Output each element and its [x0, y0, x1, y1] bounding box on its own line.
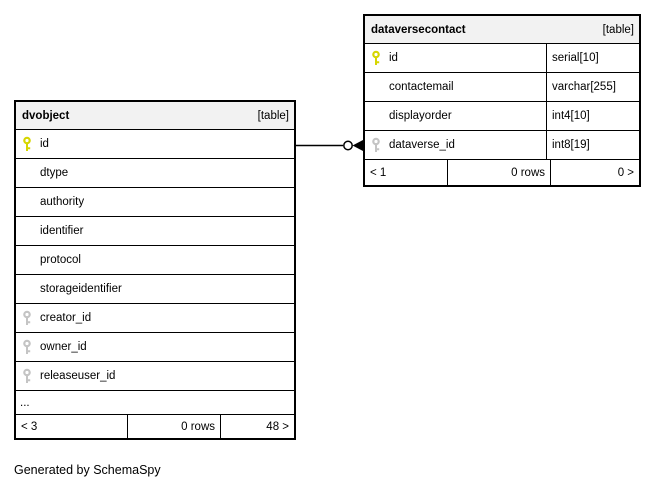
table-row: storageidentifier — [16, 275, 294, 304]
key-spacer — [371, 108, 381, 124]
table-name[interactable]: dataversecontact — [371, 23, 466, 36]
table-name[interactable]: dvobject — [22, 109, 70, 122]
table-row: authority — [16, 188, 294, 217]
key-spacer — [22, 252, 32, 268]
primary-key-icon — [22, 136, 32, 152]
ellipsis-text: ... — [20, 396, 30, 409]
table-row: contactemail varchar[255] — [365, 73, 639, 102]
column-name: protocol — [40, 254, 81, 266]
table-row: protocol — [16, 246, 294, 275]
column-name: dtype — [40, 167, 69, 179]
column-type: int4[10] — [546, 102, 639, 130]
table-row: displayorder int4[10] — [365, 102, 639, 131]
foreign-key-icon — [22, 368, 32, 384]
column-type: int8[19] — [546, 131, 639, 159]
column-name: storageidentifier — [40, 283, 122, 295]
key-spacer — [22, 281, 32, 297]
table-row: id serial[10] — [365, 44, 639, 73]
column-type: varchar[255] — [546, 73, 639, 101]
key-spacer — [22, 223, 32, 239]
footer-row-count: 0 rows — [127, 415, 220, 438]
column-type: serial[10] — [546, 44, 639, 72]
key-spacer — [22, 194, 32, 210]
column-name: creator_id — [40, 312, 92, 324]
column-name: contactemail — [389, 81, 454, 93]
more-columns-indicator: ... — [16, 391, 294, 415]
table-header-dvobject[interactable]: dvobject [table] — [16, 102, 294, 130]
table-tag: [table] — [257, 109, 289, 122]
key-spacer — [371, 79, 381, 95]
table-tag: [table] — [602, 23, 634, 36]
footer-row-count: 0 rows — [447, 160, 550, 185]
table-header-dataversecontact[interactable]: dataversecontact [table] — [365, 16, 639, 44]
foreign-key-icon — [22, 310, 32, 326]
zero-cardinality-circle — [343, 140, 353, 151]
generator-note: Generated by SchemaSpy — [14, 463, 161, 477]
table-row: dataverse_id int8[19] — [365, 131, 639, 160]
column-name: authority — [40, 196, 85, 208]
column-name: dataverse_id — [389, 139, 455, 151]
foreign-key-icon — [371, 137, 381, 153]
column-name: identifier — [40, 225, 84, 237]
key-spacer — [22, 165, 32, 181]
column-name: id — [40, 138, 49, 150]
primary-key-icon — [371, 50, 381, 66]
column-name: releaseuser_id — [40, 370, 116, 382]
table-row: owner_id — [16, 333, 294, 362]
arrowhead — [352, 140, 363, 151]
table-footer: < 3 0 rows 48 > — [16, 415, 294, 438]
table-row: id — [16, 130, 294, 159]
column-name: owner_id — [40, 341, 87, 353]
table-row: dtype — [16, 159, 294, 188]
column-name: displayorder — [389, 110, 452, 122]
column-name: id — [389, 52, 398, 64]
footer-children-count: 0 > — [550, 160, 639, 185]
footer-children-count: 48 > — [220, 415, 294, 438]
table-footer: < 1 0 rows 0 > — [365, 160, 639, 185]
table-row: creator_id — [16, 304, 294, 333]
relationship-connector — [296, 140, 363, 151]
table-dataversecontact: dataversecontact [table] id serial[10] c… — [363, 14, 641, 187]
table-row: identifier — [16, 217, 294, 246]
table-dvobject: dvobject [table] id dtype authority iden… — [14, 100, 296, 440]
foreign-key-icon — [22, 339, 32, 355]
footer-parents-count: < 1 — [370, 166, 387, 179]
footer-parents-count: < 3 — [21, 420, 38, 433]
table-row: releaseuser_id — [16, 362, 294, 391]
